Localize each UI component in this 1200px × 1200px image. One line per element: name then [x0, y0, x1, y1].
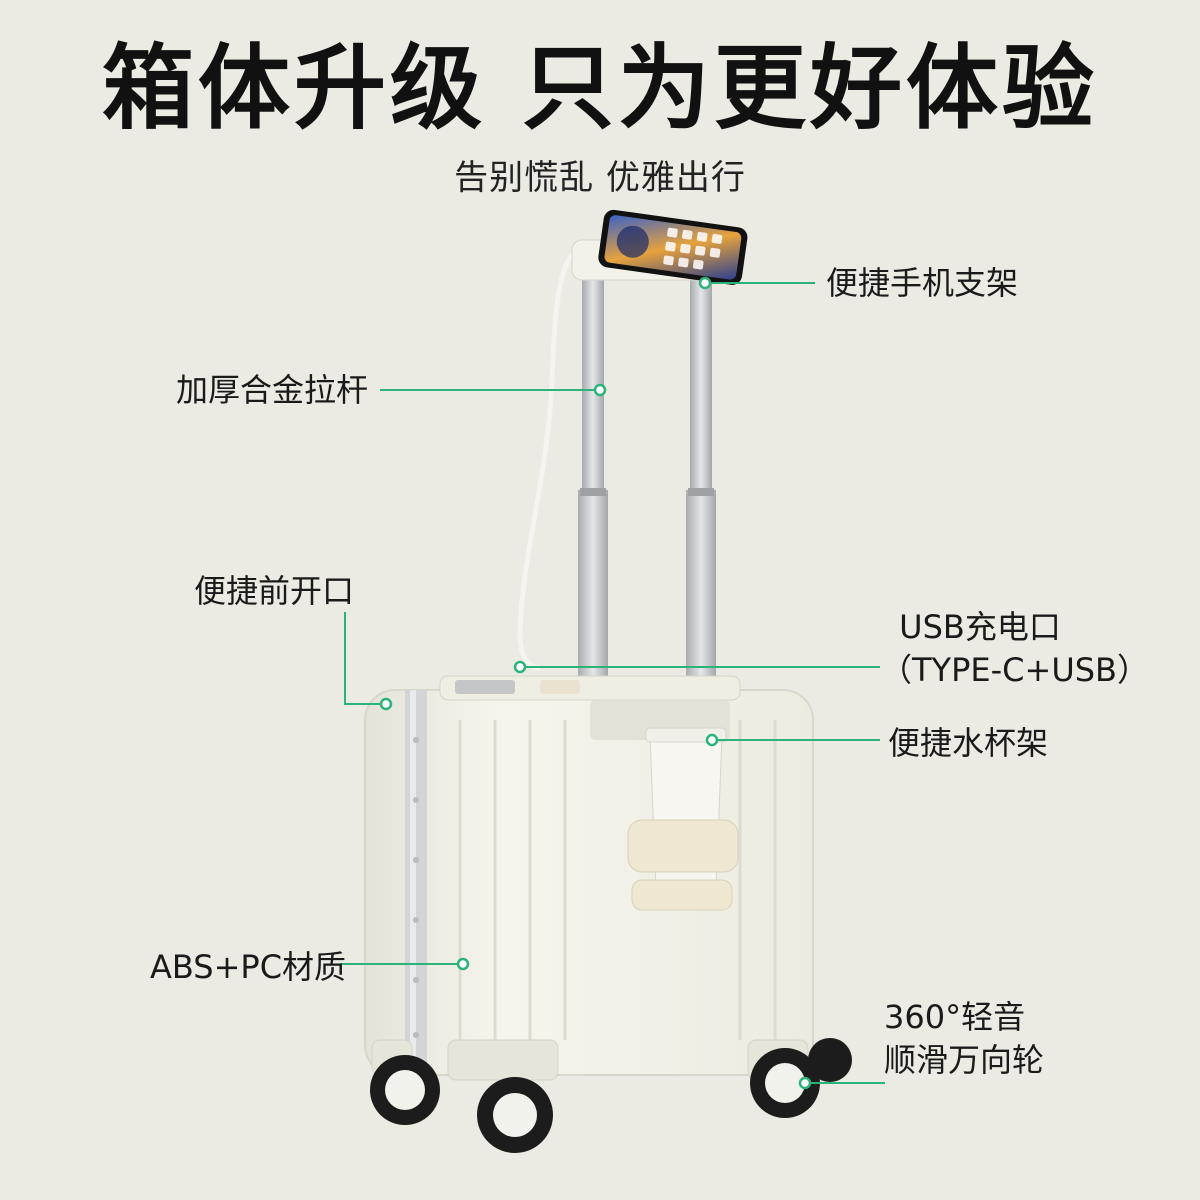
callout-wheels-line2: 顺滑万向轮 — [884, 1041, 1045, 1080]
trolley-handle — [571, 239, 723, 725]
callout-lines — [340, 282, 885, 1084]
suitcase-body — [364, 675, 814, 1081]
callout-alloy-handle: 加厚合金拉杆 — [176, 371, 369, 409]
charging-cable — [517, 245, 586, 671]
callout-phone-holder: 便捷手机支架 — [826, 264, 1019, 302]
callout-cup-holder: 便捷水杯架 — [888, 724, 1049, 762]
spinner-wheels — [370, 1038, 852, 1153]
cup-holder-with-cup — [627, 727, 739, 911]
callout-material: ABS+PC材质 — [150, 948, 347, 986]
callout-usb-port: USB充电口 （TYPE-C+USB） — [880, 606, 1150, 692]
callout-usb-port-line2: （TYPE-C+USB） — [880, 651, 1150, 690]
callout-wheels: 360°轻音 顺滑万向轮 — [884, 996, 1044, 1082]
page-subtitle: 告别慌乱 优雅出行 — [454, 158, 746, 198]
callout-dots — [379, 276, 812, 1090]
page-title: 箱体升级 只为更好体验 — [101, 35, 1099, 142]
callout-wheels-line1: 360°轻音 — [884, 998, 1026, 1036]
callout-usb-port-line1: USB充电口 — [899, 608, 1061, 646]
callout-front-opening: 便捷前开口 — [194, 572, 355, 610]
phone-on-holder — [598, 209, 748, 285]
